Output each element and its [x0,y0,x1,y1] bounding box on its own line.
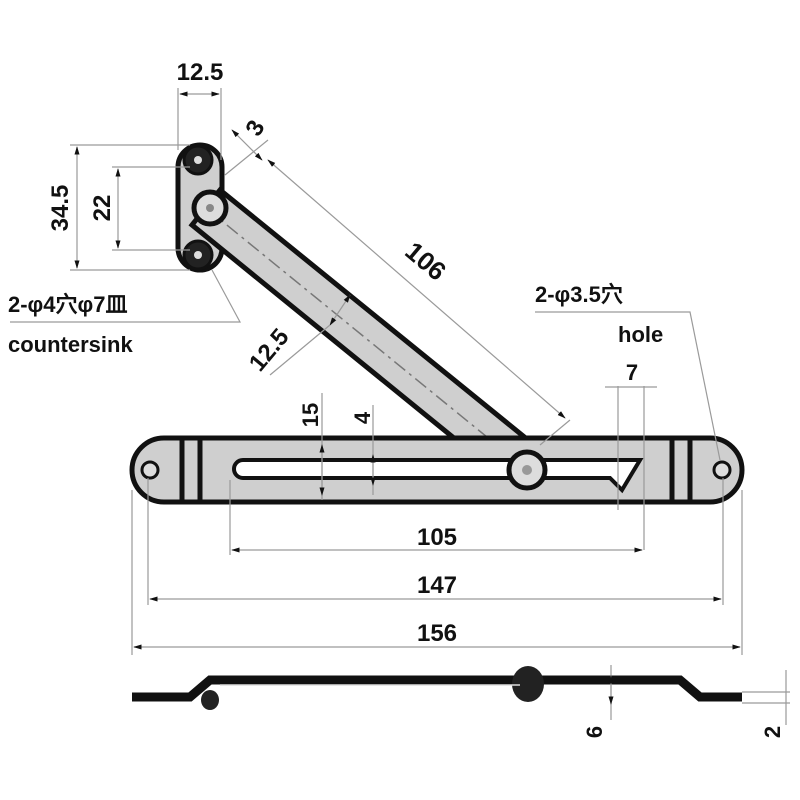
slot-plate [129,435,745,505]
dim-slot-length: 105 [417,524,457,551]
dim-plate-width: 15 [298,403,323,427]
note-hole-jp: 2-φ3.5穴 [535,282,623,307]
dim-slot-width: 4 [350,411,375,424]
dim-overall-length: 156 [417,620,457,647]
note-countersink-jp: 2-φ4穴φ7皿 [8,292,128,317]
dim-side-height: 6 [582,726,607,738]
dim-hole-pitch: 22 [89,195,116,222]
dim-bracket-width: 12.5 [177,59,224,86]
dim-hole-spacing: 147 [417,572,457,599]
note-hole-en: hole [618,322,663,347]
dim-slot-notch: 7 [626,360,638,385]
dim-plate-thickness: 2 [760,726,785,738]
dim-arm-length: 106 [400,236,453,287]
dimension-lines [10,88,790,725]
dim-bracket-height: 34.5 [47,185,74,232]
dim-arm-width: 12.5 [244,324,295,377]
note-countersink-en: countersink [8,332,133,357]
dim-arm-offset: 3 [240,116,270,141]
side-view [132,666,742,710]
